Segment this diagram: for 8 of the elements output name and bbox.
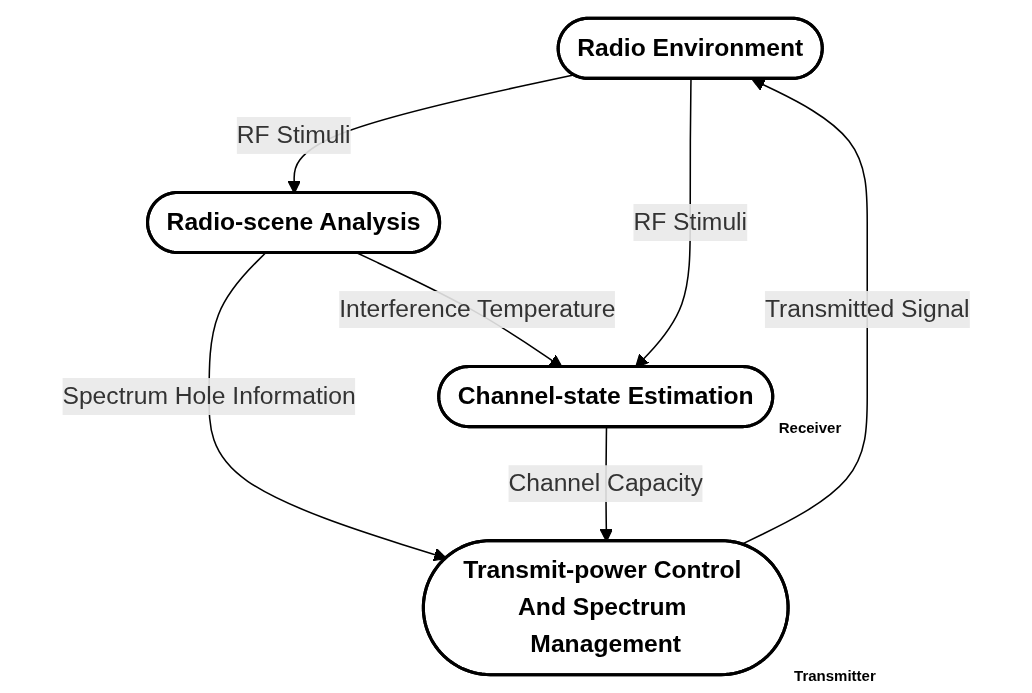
edge-label: Interference Temperature [339,295,616,322]
edge-label: Channel Capacity [508,469,704,496]
edge-label: RF Stimuli [236,121,351,148]
side-label: Transmitter [794,666,876,684]
side-label: Receiver [778,418,842,436]
edge-label: RF Stimuli [633,208,748,235]
edge-label: Transmitted Signal [764,295,970,322]
edge-label: Spectrum Hole Information [62,382,356,409]
